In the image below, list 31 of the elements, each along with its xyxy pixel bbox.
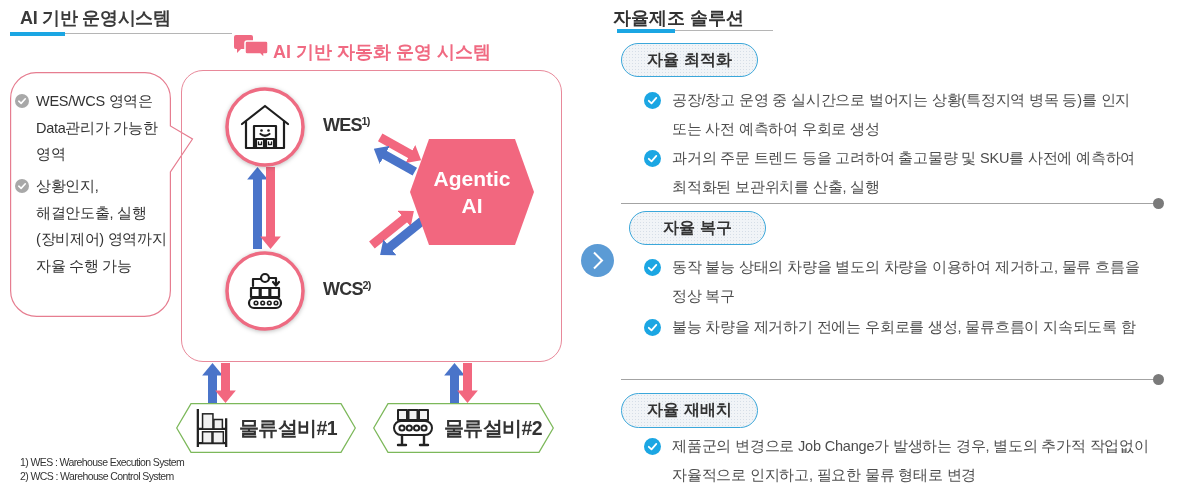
arrow	[457, 363, 478, 403]
section-pill: 자율 복구	[629, 211, 766, 245]
node-label: 물류설비#2	[444, 416, 543, 441]
hexagon-tag	[176, 403, 356, 453]
arrow	[215, 363, 236, 403]
footnote: 2) WCS : Warehouse Control System	[20, 470, 174, 483]
bullet-text: 공장/창고 운영 중 실시간으로 벌어지는 상황(특정지역 병목 등)를 인지 또는 사전 예측하여 우회로 생성	[672, 91, 1132, 139]
arrow	[260, 167, 281, 249]
page-title: AI 기반 운영시스템	[20, 7, 171, 30]
note-text: WES/WCS 영역은 Data관리가 가능한 영역	[36, 92, 159, 164]
arrow	[378, 133, 424, 165]
arrow	[371, 144, 417, 176]
arrow	[202, 363, 223, 403]
node-label: WES$^{1)}$	[323, 115, 370, 136]
note-text: 상황인지, 해결안도출, 실행(장비제어) 영역까지 자율 수행 가능	[36, 177, 168, 276]
arrow	[247, 167, 268, 249]
node-label: 물류설비#1	[239, 416, 338, 441]
bullet-text: 제품군의 변경으로 Job Change가 발생하는 경우, 별도의 추가적 작업없이 자율적으로 인지하고, 필요한 물류 형태로 변경	[672, 437, 1150, 485]
hexagon-tag	[373, 403, 554, 453]
arrow	[444, 363, 465, 403]
speech-bubble	[10, 72, 194, 317]
footnote: 1) WES : Warehouse Execution System	[20, 456, 185, 469]
hexagon: Agentic AI	[410, 139, 534, 245]
section-pill: 자율 재배치	[621, 393, 758, 428]
bullet-text: 과거의 주문 트렌드 등을 고려하여 출고물량 및 SKU를 사전에 예측하여 최적화된 보관위치를 산출, 실행	[672, 149, 1137, 197]
section-heading: 자율제조 솔루션	[613, 7, 744, 30]
bullet-text: 동작 불능 상태의 차량을 별도의 차량을 이용하여 제거하고, 물류 흐름을 정상 복구	[672, 258, 1141, 306]
node-label: WCS$^{2)}$	[323, 279, 371, 300]
panel-heading: AI 기반 자동화 운영 시스템	[273, 41, 491, 64]
bullet-text: 불능 차량을 제거하기 전에는 우회로를 생성, 물류흐름이 지속되도록 함	[672, 318, 1137, 337]
section-pill: 자율 최적화	[621, 43, 758, 77]
